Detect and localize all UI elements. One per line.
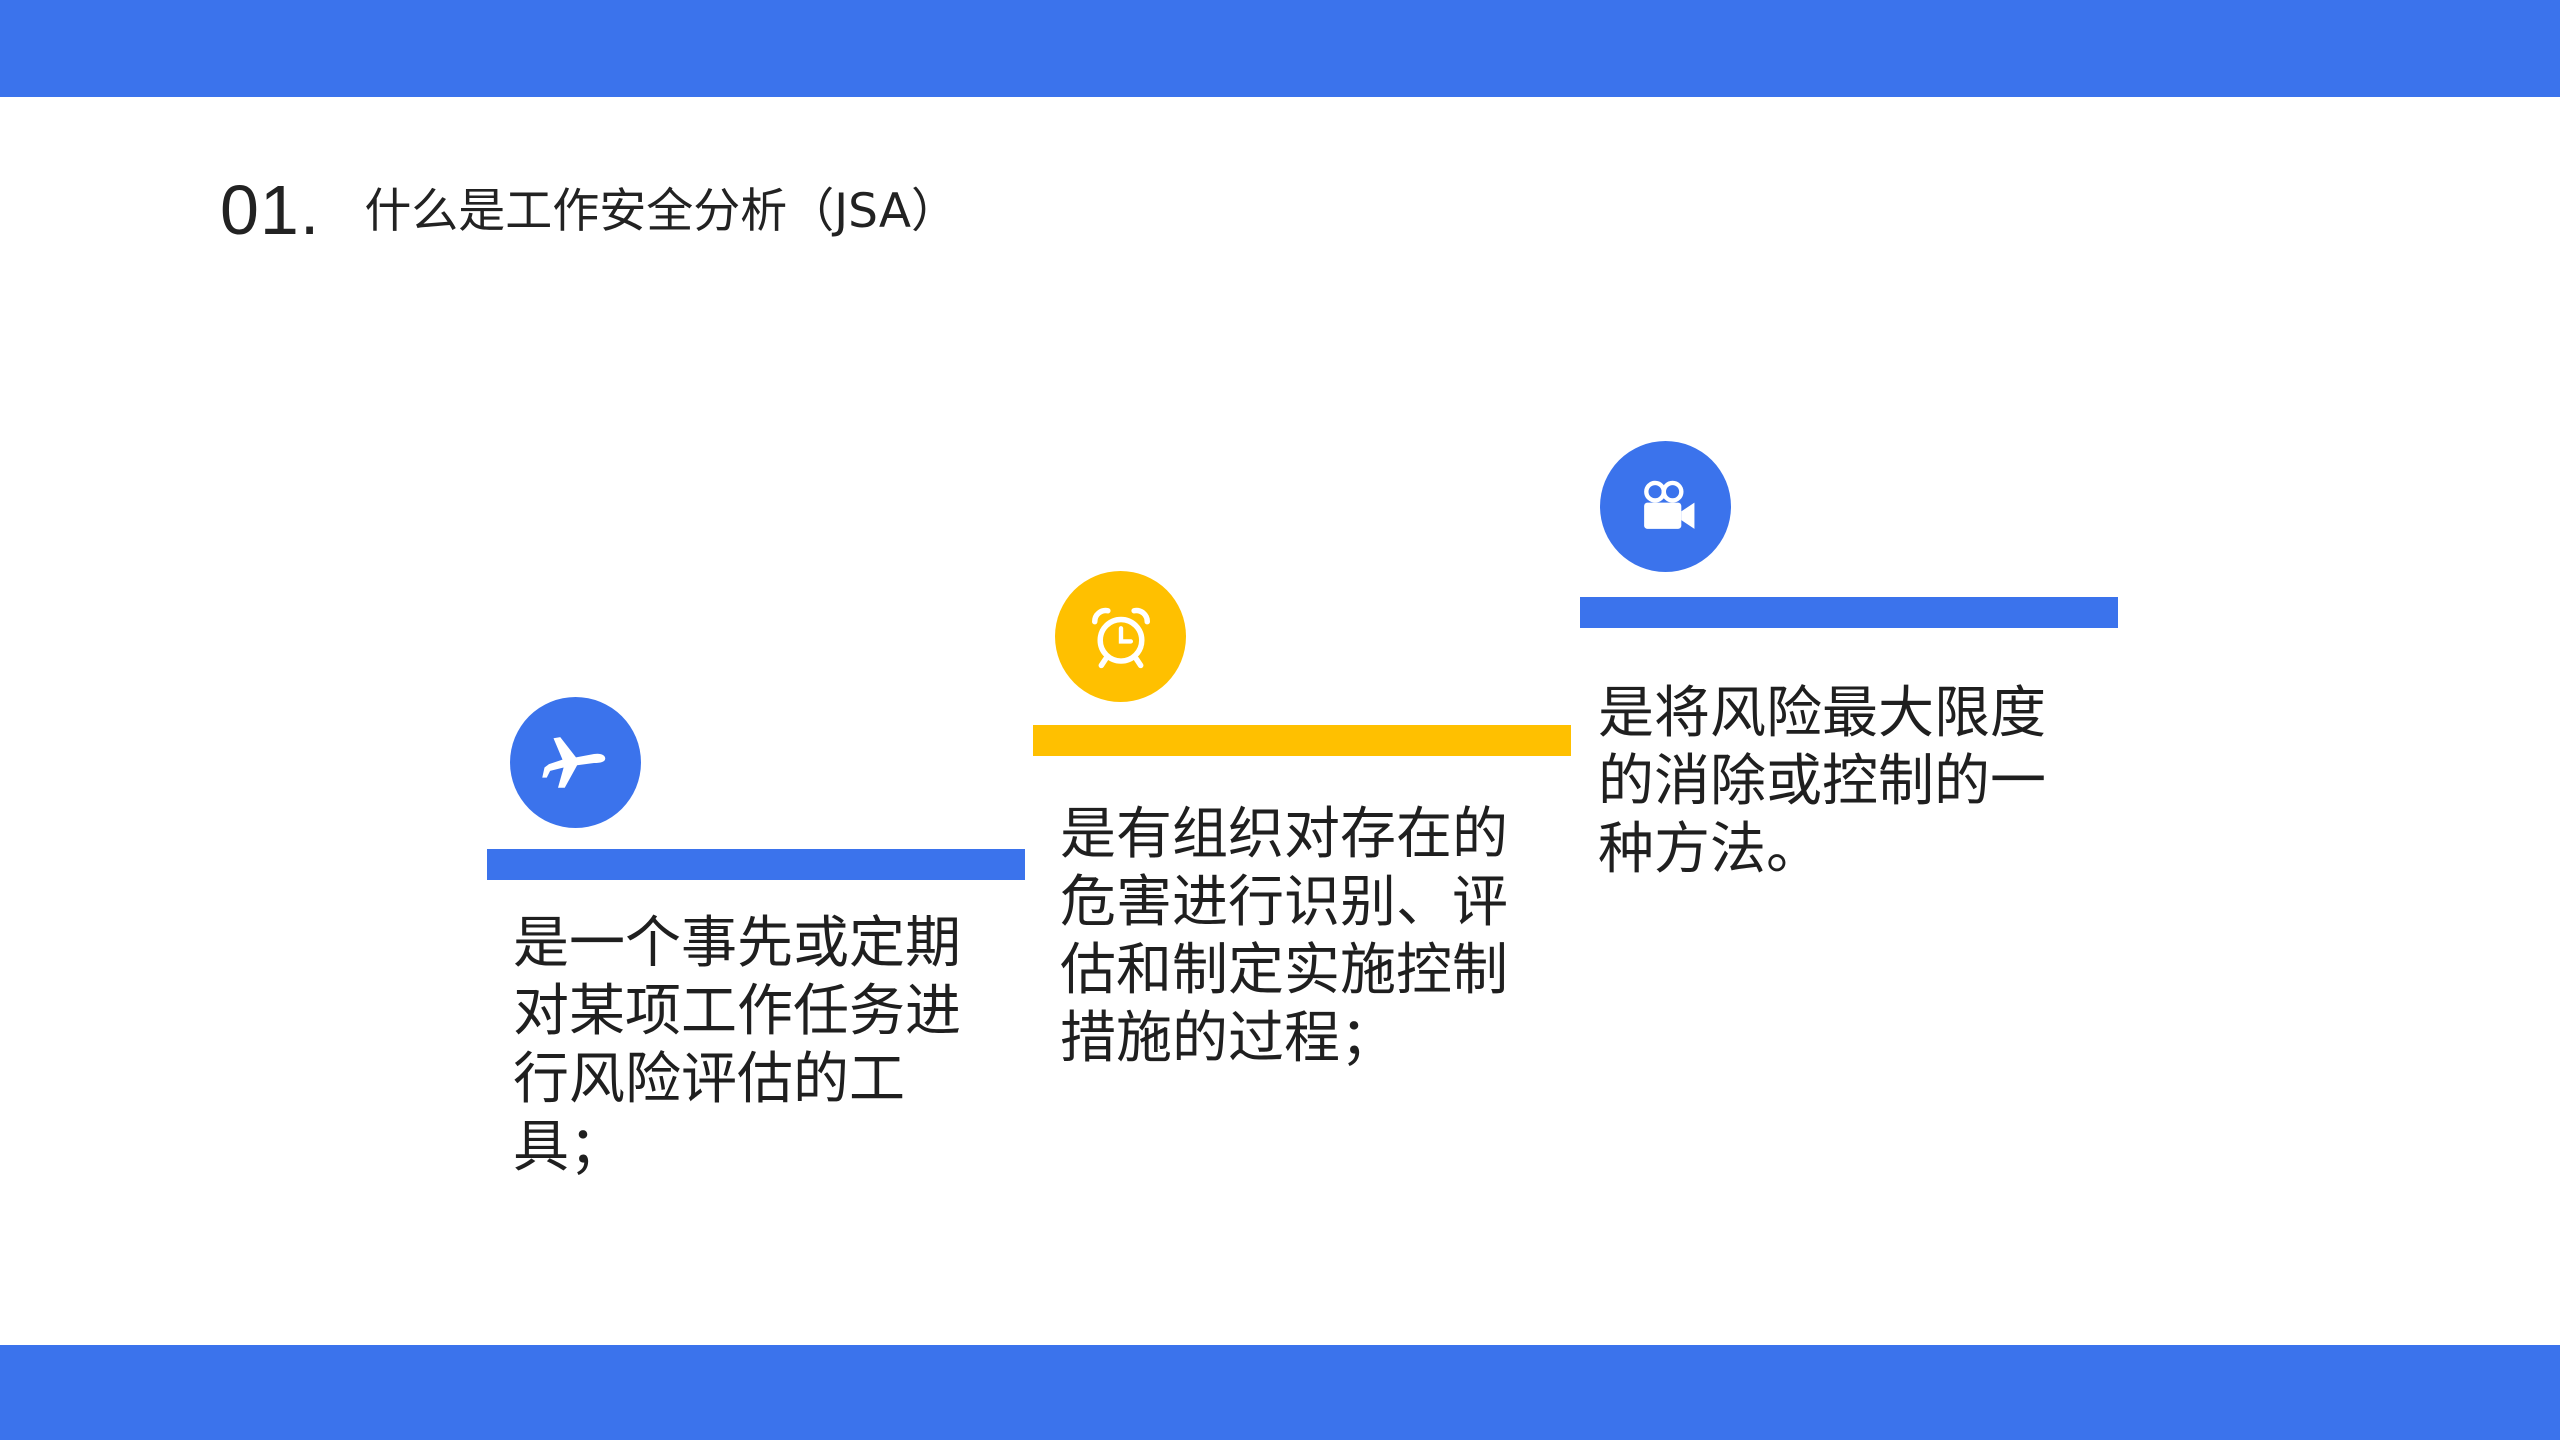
step-1-icon-circle bbox=[510, 697, 641, 828]
step-3-icon-circle bbox=[1600, 441, 1731, 572]
airplane-icon bbox=[541, 736, 605, 788]
slide-heading: 01. 什么是工作安全分析（JSA） bbox=[220, 165, 958, 255]
step-2-text: 是有组织对存在的危害进行识别、评估和制定实施控制措施的过程； bbox=[1060, 802, 1508, 1071]
bottom-banner bbox=[0, 1345, 2560, 1440]
step-1-text: 是一个事先或定期对某项工作任务进行风险评估的工具； bbox=[513, 911, 961, 1180]
step-2-icon-circle bbox=[1055, 571, 1186, 702]
top-banner bbox=[0, 0, 2560, 97]
step-2-bar bbox=[1033, 725, 1571, 756]
section-number: 01. bbox=[220, 171, 321, 249]
step-1-bar bbox=[487, 849, 1025, 880]
step-3-bar bbox=[1580, 597, 2118, 628]
section-title: 什么是工作安全分析（JSA） bbox=[364, 183, 959, 239]
video-camera-icon bbox=[1643, 480, 1694, 529]
alarm-clock-icon bbox=[1091, 607, 1150, 668]
step-3-text: 是将风险最大限度的消除或控制的一种方法。 bbox=[1598, 681, 2046, 882]
